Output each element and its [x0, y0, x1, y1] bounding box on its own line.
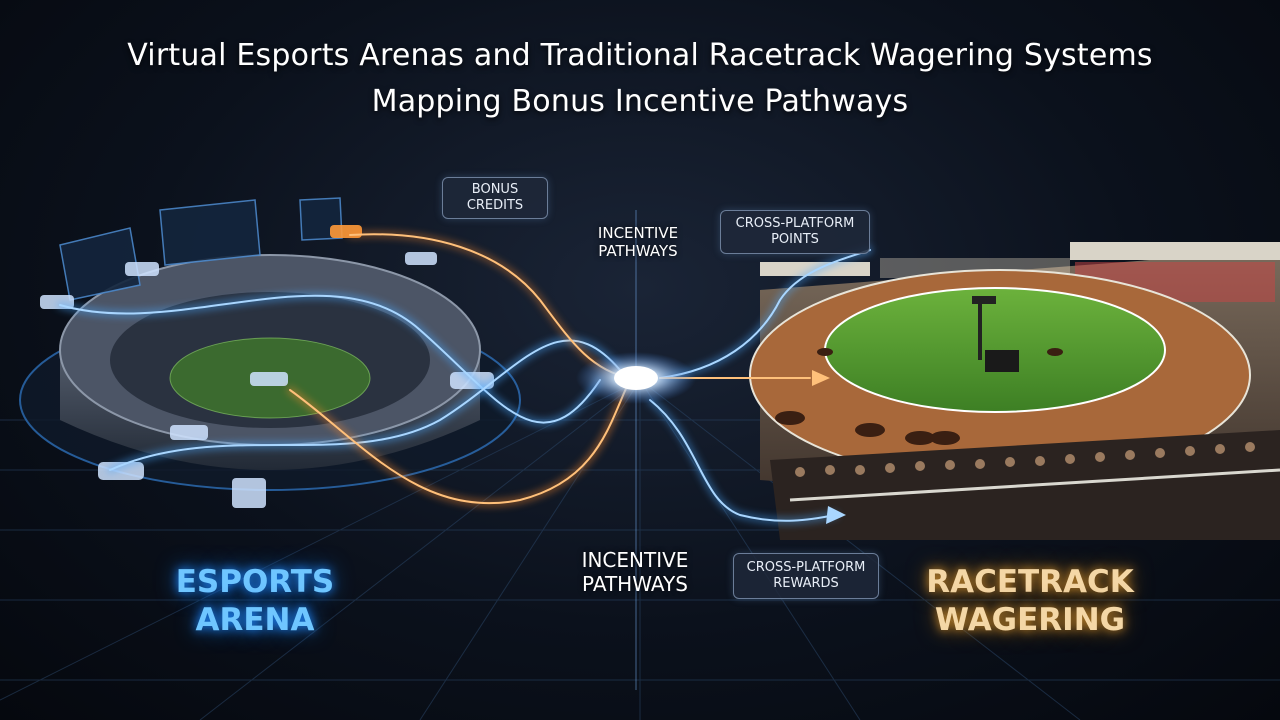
cross-platform-points-tag: Cross-Platform Points	[720, 210, 870, 254]
racetrack-crowd	[770, 430, 1280, 540]
pathway-arrowheads	[812, 370, 846, 524]
page-title: Virtual Esports Arenas and Traditional R…	[127, 38, 1153, 73]
cross-platform-rewards-tag: Cross-Platform Rewards	[733, 553, 879, 599]
racetrack-wagering-label: Racetrack Wagering	[926, 564, 1134, 638]
esports-arena-label: Esports Arena	[175, 564, 335, 638]
incentive-pathways-label-top: Incentive Pathways	[597, 224, 679, 260]
bonus-credits-tag: Bonus Credits	[442, 177, 548, 219]
incentive-pathways-label-bottom: Incentive Pathways	[581, 548, 689, 596]
central-hub-glow	[576, 210, 696, 690]
page-subtitle: Mapping Bonus Incentive Pathways	[371, 84, 909, 119]
holo-screens	[59, 197, 343, 301]
